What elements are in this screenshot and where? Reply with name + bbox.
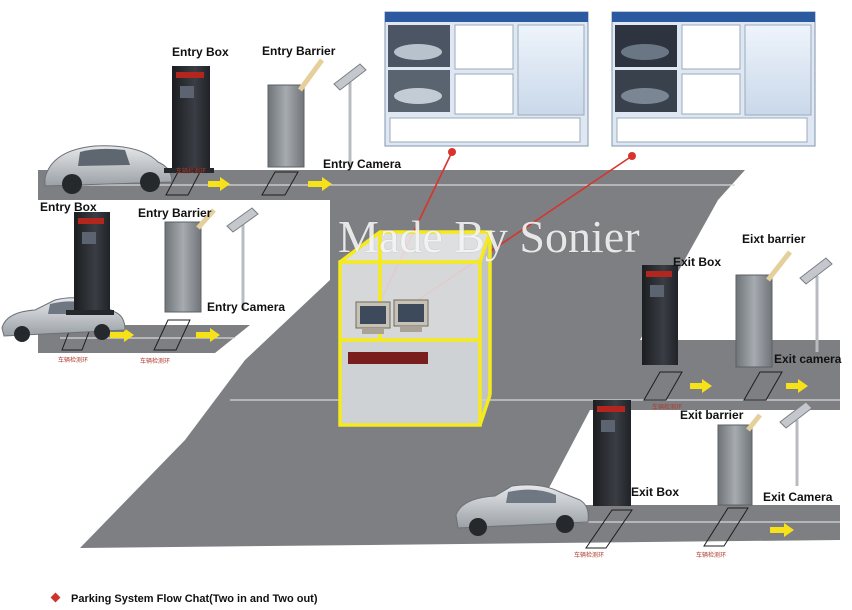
camera-pole-entry-top (333, 63, 367, 168)
exit-barrier-top (735, 250, 792, 368)
arrow-icon (786, 379, 808, 393)
car-sedan-exit (455, 484, 589, 536)
loop-caption: 车辆检测环 (574, 552, 605, 559)
entry-barrier-top-label: Entry Barrier (262, 44, 336, 58)
exit-barrier-top-label: Eixt barrier (742, 232, 806, 246)
exit-box-top (642, 265, 678, 365)
entry-camera-top-label: Entry Camera (323, 157, 402, 171)
loop-exit1-1 (643, 371, 683, 401)
entry-barrier-top (267, 58, 325, 168)
exit-barrier-bottom-label: Exit barrier (680, 408, 744, 422)
exit-box-bottom-label: Exit Box (631, 485, 680, 499)
loop-exit2-2 (703, 507, 749, 547)
direction-arrows (110, 177, 808, 537)
arrow-icon (308, 177, 332, 191)
control-booth (338, 230, 493, 427)
arrow-icon (208, 177, 230, 191)
monitor-screenshot-left (384, 11, 589, 147)
monitor-screenshot-right (611, 11, 816, 147)
entry-box-mid (66, 212, 114, 315)
camera-pole-exit-top (799, 257, 833, 352)
loop-top-2 (261, 171, 299, 196)
loop-caption: 车辆检测环 (696, 552, 727, 559)
loop-caption: 车辆检测环 (176, 168, 207, 175)
arrow-icon (110, 328, 134, 342)
signal-node (448, 148, 456, 156)
signal-node (628, 152, 636, 160)
car-beetle (44, 145, 173, 194)
exit-box-bottom (593, 400, 631, 506)
arrow-icon (770, 523, 794, 537)
monitor-icon (393, 299, 429, 332)
exit-camera-top-label: Exit camera (774, 352, 842, 366)
detection-loops (61, 171, 783, 549)
watermark-text: Made By Sonier (338, 211, 640, 262)
loop-exit1-2 (743, 371, 783, 401)
loop-caption: 车辆检测环 (652, 404, 683, 411)
exit-camera-bottom-label: Exit Camera (763, 490, 833, 504)
entry-box-mid-label: Entry Box (40, 200, 97, 214)
arrow-icon (196, 328, 220, 342)
diagram-caption: Parking System Flow Chat(Two in and Two … (50, 592, 318, 605)
monitor-icon (355, 301, 391, 334)
arrow-icon (690, 379, 712, 393)
loop-caption: 车辆检测环 (140, 358, 171, 365)
loop-mid-2 (153, 319, 191, 351)
loop-exit2-1 (585, 509, 633, 549)
entry-box-top (164, 66, 214, 173)
diamond-bullet-icon (50, 592, 61, 603)
exit-box-top-label: Exit Box (673, 255, 722, 269)
entry-barrier-mid-label: Entry Barrier (138, 206, 212, 220)
caption-text: Parking System Flow Chat(Two in and Two … (71, 593, 318, 605)
loop-caption: 车辆检测环 (58, 357, 89, 364)
exit-barrier-bottom (717, 413, 762, 506)
entry-camera-mid-label: Entry Camera (207, 300, 286, 314)
entry-box-top-label: Entry Box (172, 45, 229, 59)
camera-pole-entry-mid (226, 207, 259, 310)
entry-barrier-mid (164, 208, 216, 313)
camera-pole-exit-bottom (779, 401, 813, 486)
